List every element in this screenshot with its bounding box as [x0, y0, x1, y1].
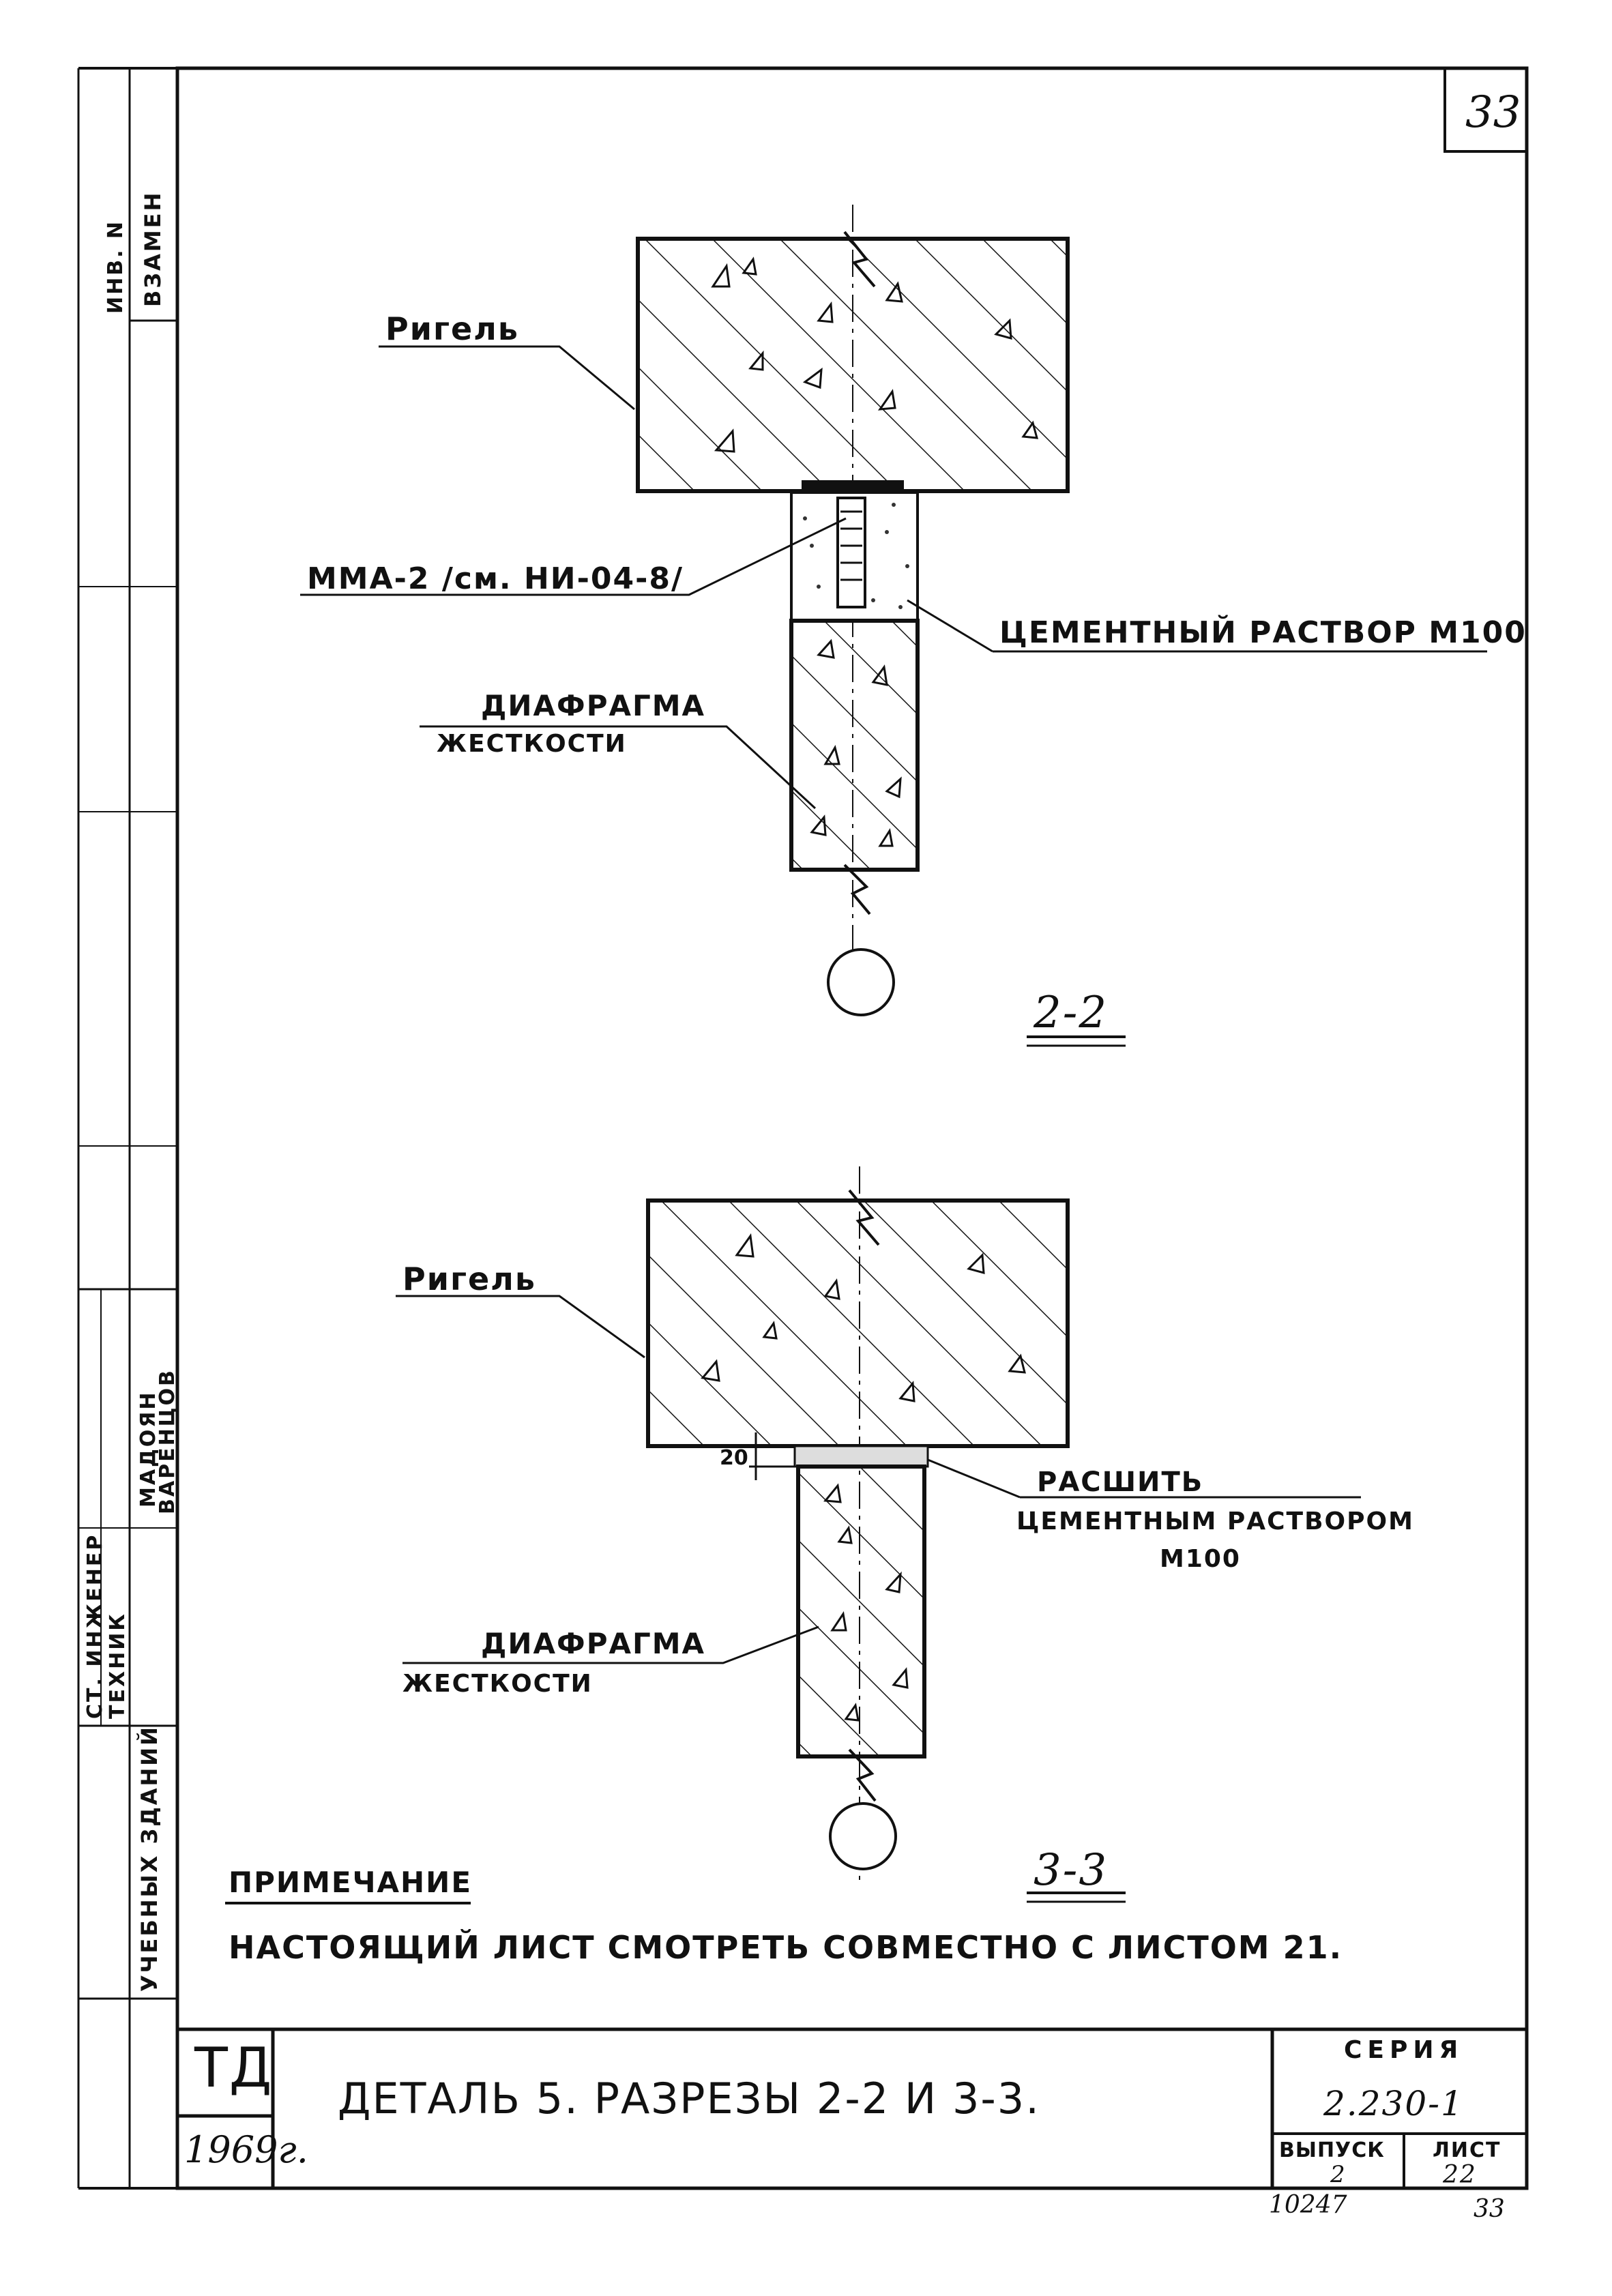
tech-title: ТЕХНИК	[106, 1612, 130, 1719]
mortar-bed-2-2	[790, 491, 919, 622]
anchor-ma2	[836, 497, 866, 608]
joint-label-2: ЦЕМЕНТНЫМ РАСТВОРОМ	[1016, 1507, 1414, 1535]
section-3-3-drawing	[646, 1166, 1070, 1883]
mortar-dots	[803, 503, 909, 609]
year: 1969г.	[184, 2128, 308, 2171]
dimension-20	[749, 1432, 795, 1480]
joint-label-3: М100	[1160, 1545, 1241, 1573]
section-label-2-2: 2-2	[1034, 988, 1109, 1038]
anchor-plate	[802, 480, 904, 492]
joint-label-1: РАСШИТЬ	[1037, 1467, 1204, 1498]
sheet-label: ЛИСТ	[1433, 2138, 1501, 2162]
diaphragm-label-3-3: ДИАФРАГМА	[481, 1627, 706, 1660]
axis-marker-2-2	[827, 948, 895, 1016]
beam-3-3	[646, 1198, 1070, 1448]
mortar-joint-3-3	[793, 1445, 929, 1468]
eng-title: СТ. ИНЖЕНЕР	[83, 1533, 107, 1719]
section-2-2-drawing	[636, 205, 1070, 1016]
beam-2-2	[636, 237, 1070, 493]
diaphragm-2-2	[789, 619, 920, 872]
note-title: ПРИМЕЧАНИЕ	[229, 1866, 473, 1899]
aggregate-marks	[711, 256, 1039, 453]
drawing-title: ДЕТАЛЬ 5. РАЗРЕЗЫ 2-2 И 3-3.	[338, 2074, 1040, 2123]
issue-label: ВЫПУСК	[1279, 2138, 1385, 2162]
gap-dimension: 20	[720, 1446, 748, 1470]
note-text: НАСТОЯЩИЙ ЛИСТ СМОТРЕТЬ СОВМЕСТНО С ЛИСТ…	[229, 1929, 1343, 1966]
top-sheet-number-box	[1444, 68, 1527, 153]
diaphragm-3-3	[796, 1465, 926, 1758]
beam-label-3-3: Ригель	[402, 1261, 536, 1297]
inv-label: ИНВ. N	[104, 219, 128, 314]
replace-label: ВЗАМЕН	[140, 190, 166, 307]
leaders-2-2	[300, 345, 1487, 810]
diaphragm-label-3-3b: ЖЕСТКОСТИ	[402, 1670, 593, 1698]
sheet-value: 22	[1443, 2161, 1477, 2189]
anchor-label: ММА-2 /см. НИ-04-8/	[307, 561, 684, 596]
footer-page-number: 33	[1474, 2195, 1505, 2223]
diaphragm-label-2-2: ДИАФРАГМА	[481, 689, 706, 722]
section-label-3-3: 3-3	[1034, 1845, 1109, 1896]
school-label: УЧЕБНЫХ ЗДАНИЙ	[136, 1725, 162, 1992]
series-label: СЕРИЯ	[1344, 2036, 1464, 2064]
mortar-label-2-2: ЦЕМЕНТНЫЙ РАСТВОР М100	[999, 615, 1527, 650]
sheet-frame	[77, 66, 1529, 2190]
issue-value: 2	[1330, 2161, 1347, 2188]
org-mark: ТД	[194, 2036, 274, 2100]
archive-number: 10247	[1269, 2191, 1347, 2219]
top-sheet-number: 33	[1465, 87, 1521, 138]
diaphragm-label-2-2b: ЖЕСТКОСТИ	[437, 730, 627, 758]
leaders-3-3	[396, 1295, 1361, 1664]
title-block	[177, 2027, 1527, 2188]
series-value: 2.230-1	[1323, 2084, 1464, 2123]
tech-name: ВАРЕНЦОВ	[156, 1368, 179, 1514]
axis-marker-3-3	[829, 1802, 897, 1870]
beam-label-2-2: Ригель	[385, 310, 519, 347]
